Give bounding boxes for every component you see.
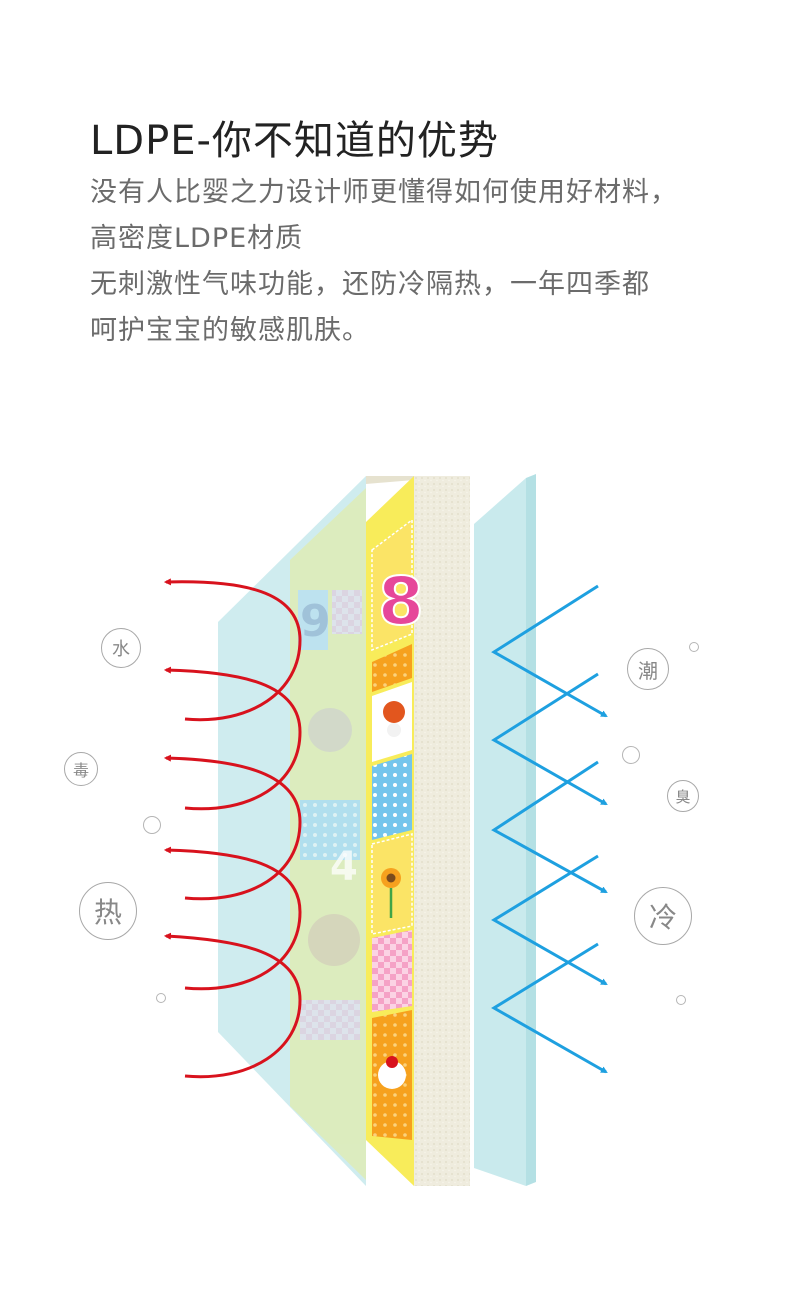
heat-arrow-4 (163, 846, 302, 991)
layer-diagram: 9 4 8 (163, 474, 608, 1186)
foam-core-side (414, 476, 470, 1186)
bubble-dot (156, 993, 166, 1003)
cold-arrows (491, 584, 608, 1074)
faded-number-four: 4 (330, 844, 358, 890)
cold-arrow-5 (491, 942, 608, 1074)
poison-label: 毒 (64, 752, 98, 786)
heat-arrow-5 (163, 932, 302, 1079)
cold-arrow-1 (491, 584, 608, 718)
description-line-4: 呵护宝宝的敏感肌肤。 (90, 315, 370, 346)
heat-label: 热 (79, 882, 137, 940)
faded-number-nine: 9 (300, 596, 331, 647)
description-line-2: 高密度LDPE材质 (90, 223, 304, 254)
heat-arrow-3 (163, 754, 302, 901)
mat-face (366, 476, 414, 1186)
layer-illustration: 9 4 8 (0, 440, 790, 1306)
cold-label: 冷 (634, 887, 692, 945)
faded-mat-print (290, 488, 366, 1180)
heat-arrow-2 (163, 666, 302, 811)
page-title: LDPE-你不知道的优势 (90, 118, 499, 164)
bubble-dot (622, 746, 640, 764)
foam-core-top (366, 476, 414, 484)
description-line-3: 无刺激性气味功能，还防冷隔热，一年四季都 (90, 269, 650, 300)
heat-arrow-1 (163, 578, 302, 722)
odor-label: 臭 (667, 780, 699, 812)
description-line-1: 没有人比婴之力设计师更懂得如何使用好材料， (90, 177, 678, 208)
damp-label: 潮 (627, 648, 669, 690)
bubble-dot (689, 642, 699, 652)
cold-arrow-3 (491, 760, 608, 894)
mat-number-eight: 8 (378, 563, 424, 640)
water-label: 水 (101, 628, 141, 668)
bubble-dot (676, 995, 686, 1005)
bubble-dot (143, 816, 161, 834)
heat-arrows (163, 578, 302, 1079)
description: 没有人比婴之力设计师更懂得如何使用好材料， 高密度LDPE材质 无刺激性气味功能… (90, 170, 770, 354)
